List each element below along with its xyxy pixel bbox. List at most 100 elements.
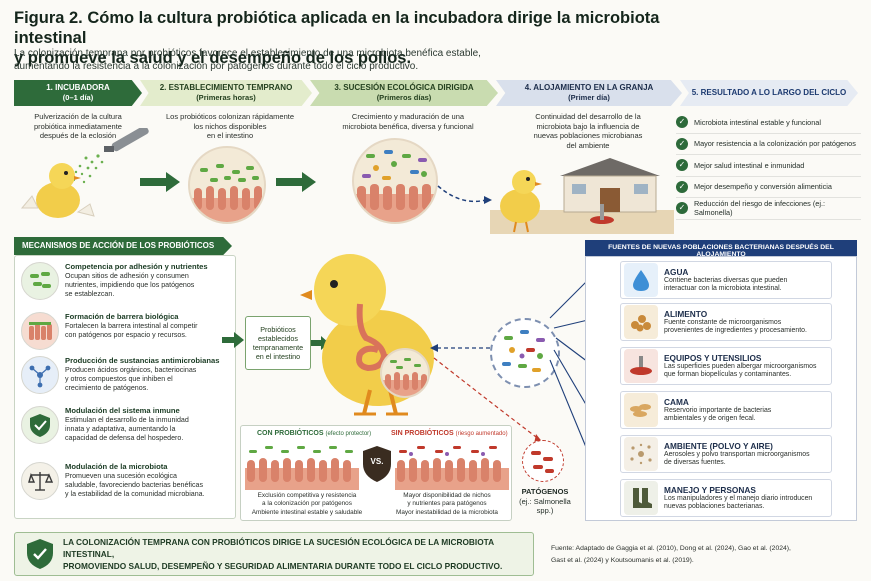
source-item-ambiente: AMBIENTE (POLVO Y AIRE) Aerosoles y polv… [620, 435, 832, 473]
conclusion-line: LA COLONIZACIÓN TEMPRANA CON PROBIÓTICOS… [63, 537, 494, 559]
mechanism-text: capacidad de defensa del hospedero. [65, 434, 184, 442]
stage-incubadora: 1. INCUBADORA (0–1 día) [14, 80, 142, 106]
stage-resultado: 5. RESULTADO A LO LARGO DEL CICLO [680, 80, 858, 106]
mechanism-item: Formación de barrera biológica Fortalece… [21, 312, 231, 350]
cmp-line: Ambiente intestinal estable y saludable [251, 508, 363, 516]
source-text: Las superficies pueden albergar microorg… [664, 362, 817, 370]
mechanism-text: Producen ácidos orgánicos, bacteriocinas [65, 366, 197, 374]
dust-particles-icon [624, 437, 658, 471]
source-text: Fuente constante de microorganismos [664, 318, 782, 326]
feed-pellets-icon [624, 305, 658, 339]
with-probiotics-text: Exclusión competitiva y resistencia a la… [247, 492, 367, 517]
stage-sub: (Primeras horas) [196, 93, 256, 102]
citation-line: Gast et al. (2024) y Koutsoumanis et al.… [551, 557, 694, 564]
stage-establecimiento: 2. ESTABLECIMIENTO TEMPRANO (Primeras ho… [140, 80, 312, 106]
feeder-icon [590, 204, 614, 224]
stage-sub: (Primeros días) [376, 93, 432, 102]
unhealthy-gut-illustration [395, 446, 509, 490]
shield-check-icon [27, 539, 53, 569]
mechanism-item: Producción de sustancias antimicrobianas… [21, 356, 231, 394]
stage-label: 3. SUCESIÓN ECOLÓGICA DIRIGIDA [334, 83, 474, 92]
flow-arrow-3 [437, 185, 492, 204]
chick-icon [500, 170, 542, 233]
farm-illustration [490, 158, 674, 234]
stage-label: 2. ESTABLECIMIENTO TEMPRANO [159, 83, 293, 92]
source-text: provenientes de ingredientes y procesami… [664, 327, 807, 334]
desc-line: los nichos disponibles [193, 121, 267, 131]
result-item: ✓ Mejor salud intestinal e inmunidad [676, 155, 861, 177]
conclusion-banner: LA COLONIZACIÓN TEMPRANA CON PROBIÓTICOS… [14, 532, 534, 576]
gut-villi-illustration [190, 164, 264, 222]
gut-zoom-illustration [382, 358, 428, 396]
molecule-icon [21, 356, 59, 394]
check-icon: ✓ [676, 116, 688, 129]
source-item-manejo: MANEJO Y PERSONAS Los manipuladores y el… [620, 479, 832, 517]
source-title: ALIMENTO [664, 308, 708, 319]
mixed-microbes-illustration [502, 330, 545, 372]
desc-line: después de la eclosión [39, 131, 117, 140]
mechanisms-header: MECANISMOS DE ACCIÓN DE LOS PROBIÓTICOS [14, 237, 232, 255]
result-item: ✓Microbiota intestinal estable y funcion… [676, 112, 861, 134]
mechanism-text: Promueven una sucesión ecológica [65, 472, 177, 480]
mechanism-text: innata y adaptativa, aumentando la [65, 425, 176, 433]
source-title: AGUA [664, 266, 689, 277]
box-line: establecidos [258, 334, 298, 343]
stage-label: 1. INCUBADORA [46, 83, 110, 92]
source-title: CAMA [664, 396, 689, 407]
mechanism-item: Competencia por adhesión y nutrientes Oc… [21, 262, 231, 300]
pathogens-title: PATÓGENOS [521, 487, 569, 496]
mechanism-title: Producción de sustancias antimicrobianas [65, 356, 220, 365]
desc-line: microbiota benéfica, diversa y funcional [342, 121, 474, 131]
without-probiotics-title: SIN PROBIÓTICOS (riesgo aumentado) [391, 430, 508, 437]
result-text: Reducción del riesgo de infecciones (ej.… [694, 199, 826, 218]
result-item: ✓Reducción del riesgo de infecciones (ej… [676, 198, 861, 220]
conclusion-line: PROMOVIENDO SALUD, DESEMPEÑO Y SEGURIDAD… [63, 561, 503, 571]
stage-label: 5. RESULTADO A LO LARGO DEL CICLO [691, 88, 847, 97]
source-title: AMBIENTE (POLVO Y AIRE) [664, 440, 773, 451]
mechanism-arrow [222, 332, 244, 348]
balance-scale-icon [21, 462, 59, 500]
source-text: Reservorio importante de bacterias [664, 406, 772, 414]
cmp-line: Exclusión competitiva y resistencia [257, 492, 357, 499]
mature-microbiota-circle [352, 138, 438, 224]
check-icon: ✓ [676, 159, 688, 172]
pathogens-circle [522, 440, 564, 482]
mechanism-text: saludable, favoreciendo bacterias benéfi… [65, 481, 204, 489]
established-probiotics-box: Probióticos establecidos tempranamente e… [245, 316, 311, 370]
water-drop-icon [624, 263, 658, 297]
mechanism-text: Fortalecen la barrera intestinal al comp… [65, 322, 198, 330]
cmp-line: Mayor disponibilidad de nichos [403, 492, 491, 499]
early-gut-circle [188, 146, 266, 224]
with-note-text: (efecto protector) [325, 431, 372, 437]
barn-icon [560, 158, 660, 213]
result-text: Mejor salud intestinal e inmunidad [694, 160, 805, 170]
result-text: Mejor desempeño y conversión alimenticia [694, 182, 832, 192]
desc-line: Los probióticos colonizan rápidamente [166, 112, 294, 121]
conclusion-text: LA COLONIZACIÓN TEMPRANA CON PROBIÓTICOS… [63, 536, 533, 572]
mechanism-text: crecimiento de patógenos. [65, 384, 149, 392]
without-title-text: SIN PROBIÓTICOS [391, 430, 454, 437]
title-line-1: Figura 2. Cómo la cultura probiótica apl… [14, 9, 660, 47]
desc-line: Continuidad del desarrollo de la [535, 112, 641, 121]
vs-label: VS. [370, 457, 384, 466]
desc-line: nuevas poblaciones microbianas [533, 131, 643, 140]
source-item-equipos: EQUIPOS Y UTENSILIOS Las superficies pue… [620, 347, 832, 385]
result-item: ✓Mejor desempeño y conversión alimentici… [676, 177, 861, 198]
subtitle-line-1: La colonización temprana por probióticos… [14, 48, 481, 59]
cmp-line: a la colonización por patógenos [262, 500, 352, 508]
sources-header: FUENTES DE NUEVAS POBLACIONES BACTERIANA… [585, 240, 857, 258]
bacteria-cluster-icon [21, 262, 59, 300]
stage-sub: (0–1 día) [62, 93, 94, 102]
result-item: ✓ Mayor resistencia a la colonización por… [676, 134, 861, 155]
stage-label: 4. ALOJAMIENTO EN LA GRANJA [524, 83, 654, 92]
result-text: Mayor resistencia a la colonización por … [694, 139, 856, 149]
spray-droplets [72, 154, 104, 184]
source-title: EQUIPOS Y UTENSILIOS [664, 352, 762, 363]
box-line: tempranamente [252, 343, 304, 352]
comparison-panel: CON PROBIÓTICOS (efecto protector) SIN P… [240, 425, 512, 521]
feeder-icon [624, 349, 658, 383]
mechanism-text: Ocupan sitios de adhesión y consumen [65, 272, 189, 280]
pathogen-bacteria-icon [531, 451, 554, 473]
check-icon: ✓ [676, 137, 688, 150]
desc-line: microbiota bajo la influencia de [536, 121, 640, 131]
